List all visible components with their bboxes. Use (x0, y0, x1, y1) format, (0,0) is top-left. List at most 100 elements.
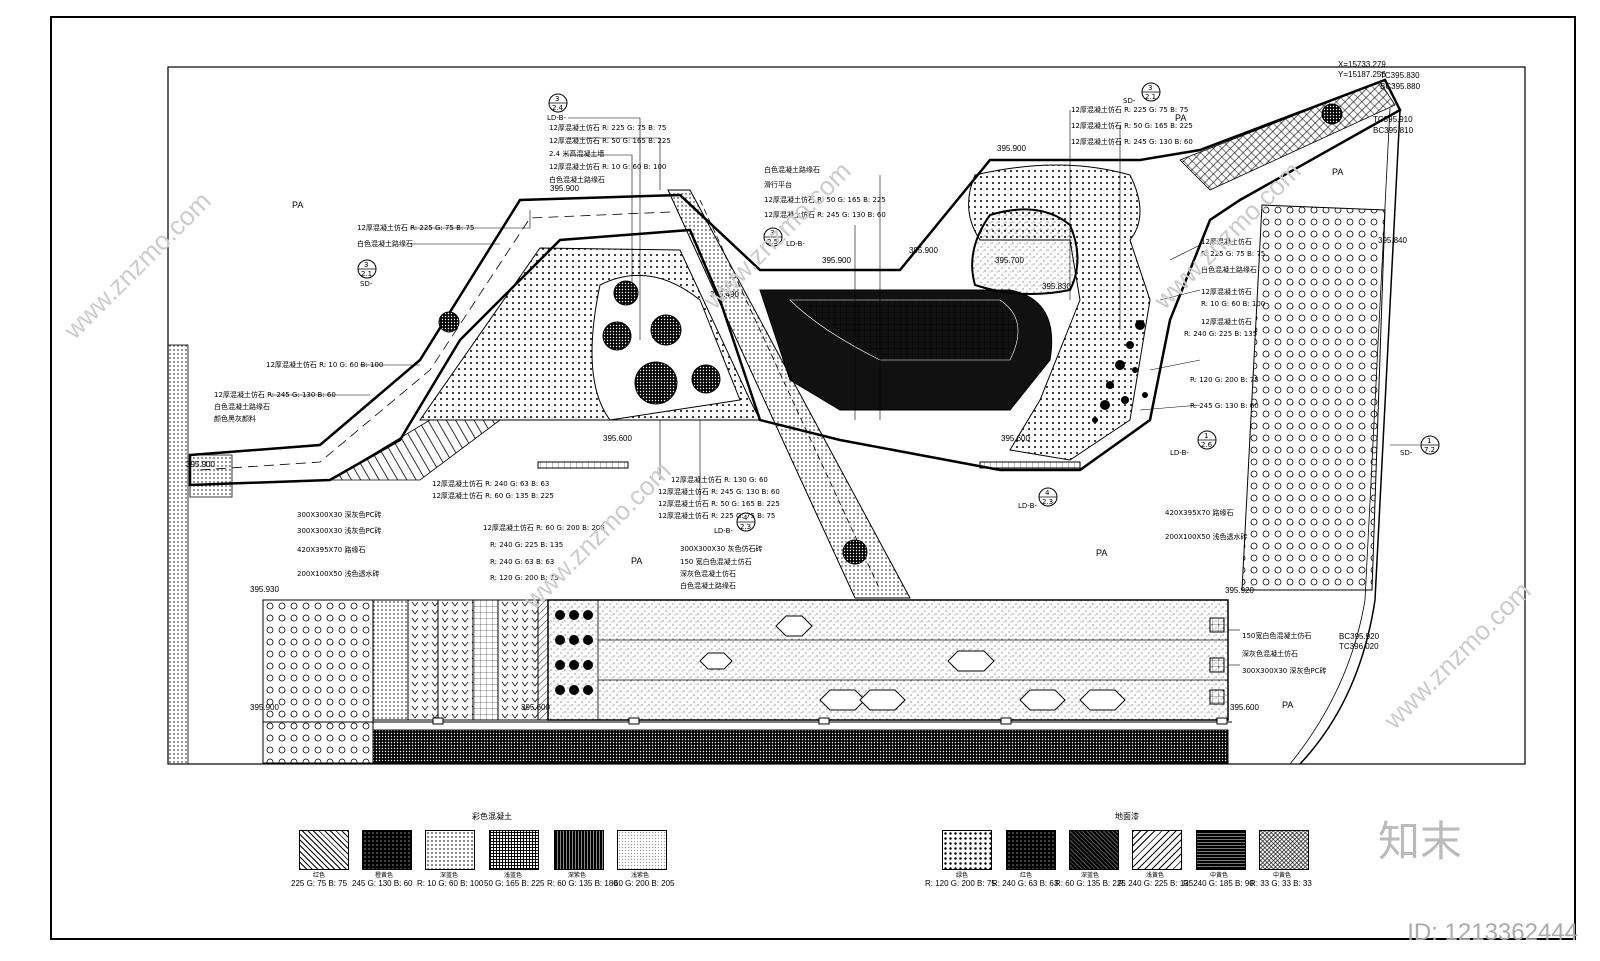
legend-swatch (617, 830, 667, 870)
note: 12厚混凝土仿石 R: 245 G: 130 B: 60 (658, 488, 780, 496)
callout-code: LD-B- (786, 240, 805, 248)
note: 12厚混凝土仿石 R: 245 G: 130 B: 60 (214, 391, 336, 399)
coord-x: X=15733.279 (1338, 60, 1386, 69)
callout-sheet: 2.3 (1042, 498, 1054, 506)
legend-swatch (362, 830, 412, 870)
callout-code: LD-B- (714, 527, 733, 535)
legend-rgb: R: 240 G: 63 B: 63 (992, 879, 1059, 888)
note: 12厚混凝土仿石 R: 225 G: 75 B: 75 (1071, 106, 1189, 114)
note: 白色混凝土路缘石 (549, 176, 605, 184)
legend-rgb: 60 G: 200 B: 205 (614, 879, 675, 888)
note: 12厚混凝土仿石 R: 60 G: 200 B: 205 (483, 524, 605, 532)
note: R: 10 G: 60 B: 100 (1201, 300, 1266, 308)
legend-swatch (425, 830, 475, 870)
callout-number: 1 (1427, 437, 1432, 445)
note: 300X300X30 深灰色PC砖 (297, 511, 382, 519)
note: 12厚混凝土仿石 R: 50 G: 165 B: 225 (549, 137, 671, 145)
legend-rgb: R: 10 G: 60 B: 100 (417, 879, 484, 888)
zone-label: PA (631, 556, 643, 566)
note: 12厚混凝土仿石 R: 50 G: 165 B: 225 (658, 500, 780, 508)
note: 深灰色混凝土仿石 (1242, 650, 1298, 658)
note: 300X300X30 灰色仿石砖 (680, 545, 763, 553)
zone-label: PA (1332, 167, 1344, 177)
note: 12厚混凝土仿石 R: 10 G: 60 B: 100 (266, 361, 384, 369)
elevation-label: 395.490 (710, 290, 739, 299)
note: 150 宽白色混凝土仿石 (680, 558, 752, 566)
legend-name: 深紫色 (568, 873, 587, 879)
note: 白色混凝土路缘石 (214, 403, 270, 411)
elevation-label: 395.920 (1225, 586, 1254, 595)
note: 12厚混凝土仿石 R: 225 G: 75 B: 75 (357, 224, 475, 232)
zone-label: PA (1175, 113, 1187, 123)
note: 白色混凝土路缘石 (1201, 266, 1257, 274)
legend-name: 深蓝色 (440, 873, 459, 879)
elevation-label: 395.900 (186, 460, 215, 469)
callout-code: SD- (1123, 97, 1136, 105)
legend-rgb: R: 120 G: 200 B: 75 (925, 879, 996, 888)
legend-swatch (1006, 830, 1056, 870)
callout-sheet: 7.2 (1424, 446, 1436, 454)
elevation-label: 395.900 (909, 246, 938, 255)
bc-label: BC395.880 (1380, 82, 1421, 91)
legend-name: 深蓝色 (1081, 873, 1100, 879)
legend-name: 红色 (1020, 873, 1033, 879)
callout-sheet: 2.1 (361, 270, 373, 278)
note: 12厚混凝土仿石 R: 50 G: 165 B: 225 (764, 196, 886, 204)
callout-number: 4 (1045, 489, 1050, 497)
legend-name: 绿色 (956, 873, 969, 879)
note: R: 240 G: 63 B: 63 (490, 558, 555, 566)
note: 12厚混凝土仿石 (1201, 318, 1252, 326)
legend-rgb: 245 G: 130 B: 60 (352, 879, 413, 888)
elevation-label: 395.900 (550, 184, 579, 193)
note: 12厚混凝土仿石 R: 245 G: 130 B: 60 (764, 211, 886, 219)
note: R: 240 G: 225 B: 135 (1184, 330, 1258, 338)
note: 12厚混凝土仿石 R: 50 G: 165 B: 225 (1071, 122, 1193, 130)
legend-rgb: R: 60 G: 135 B: 225 (1055, 879, 1126, 888)
id-watermark: ID: 1213362444 (1407, 919, 1578, 946)
elevation-label: 395.600 (521, 703, 550, 712)
legend-swatch (942, 830, 992, 870)
note: 12厚混凝土仿石 R: 60 G: 135 B: 225 (432, 492, 554, 500)
legend-rgb: R: 240 G: 185 B: 90 (1183, 879, 1254, 888)
legend-name: 浅紫色 (631, 873, 650, 879)
callout-number: 4 (743, 514, 748, 522)
callout-sheet: 2.5 (767, 238, 779, 246)
callout-number: 3 (555, 95, 560, 103)
note: R: 245 G: 130 B: 60 (1190, 402, 1259, 410)
coord-y: Y=15187.256 (1338, 70, 1386, 79)
note: R: 240 G: 225 B: 135 (490, 541, 564, 549)
callout-sheet: 2.3 (740, 523, 752, 531)
note: 白色混凝土路缘石 (357, 240, 413, 248)
note: 300X300X30 浅灰色PC砖 (297, 527, 382, 535)
note: 12厚混凝土仿石 R: 225 G: 75 B: 75 (549, 124, 667, 132)
note: 12厚混凝土仿石 (1201, 238, 1252, 246)
note: R: 225 G: 75 B: 75 (1201, 250, 1266, 258)
brand-watermark: 知末 (1378, 818, 1463, 865)
note: 白色混凝土路缘石 (680, 582, 736, 590)
callout-sheet: 2.6 (1201, 441, 1213, 449)
legend-name: 浅蓝色 (504, 873, 523, 879)
legend-swatch (489, 830, 539, 870)
callout-number: 3 (1148, 84, 1153, 92)
note: 300X300X30 深灰色PC砖 (1242, 667, 1327, 675)
note: 滑行平台 (764, 181, 792, 189)
legend-rgb: R: 240 G: 225 B: 135 (1118, 879, 1194, 888)
legend-name: 中黄色 (1210, 873, 1229, 879)
note: R: 120 G: 200 B: 75 (1190, 376, 1259, 384)
legend-swatch (554, 830, 604, 870)
legend-name: 中黄色 (1273, 873, 1292, 879)
elevation-label: 395.700 (995, 256, 1024, 265)
elevation-label: 395.930 (250, 585, 279, 594)
note: 白色混凝土路缘石 (764, 166, 820, 174)
callout-sheet: 2.4 (552, 104, 564, 112)
note: 200X100X50 浅色透水砖 (297, 570, 380, 578)
note: 颜色黑灰颜料 (214, 415, 256, 423)
bc-label: BC395.810 (1373, 126, 1414, 135)
legend-rgb: 50 G: 165 B: 225 (484, 879, 545, 888)
bc-label: BC395.920 (1339, 632, 1380, 641)
note: 150宽白色混凝土仿石 (1242, 632, 1312, 640)
legend-rgb: R: 60 G: 135 B: 180 (547, 879, 618, 888)
legend-name: 橙黄色 (375, 873, 394, 879)
legend-name: 浅黄色 (1146, 873, 1165, 879)
note: 420X395X70 路缘石 (297, 546, 366, 554)
